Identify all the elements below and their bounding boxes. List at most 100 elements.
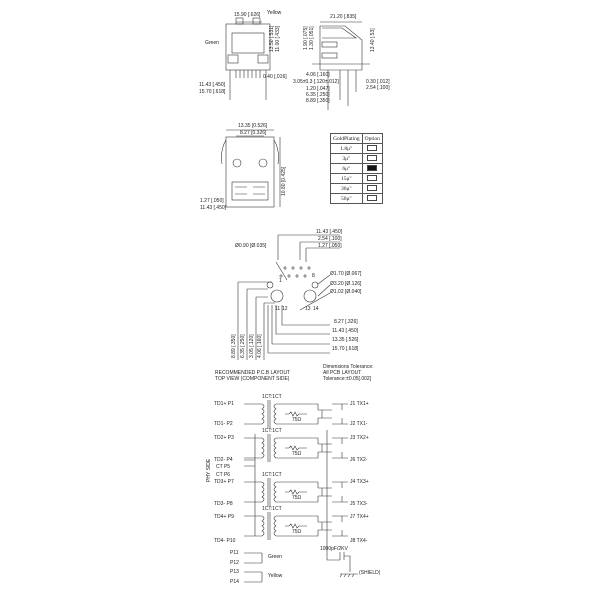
pcb-bottom-dim: 11.43 [.450] [332, 328, 359, 334]
pcb-bottom-dim: 13.35 [.526] [332, 337, 359, 343]
pcb-top-dim: 1.27 [.050] [318, 243, 342, 249]
pin-label: 12 [282, 306, 288, 312]
table-row: 50μ" [330, 193, 383, 204]
side-left-dim-2: 1.30 [.051] [309, 26, 315, 50]
transformer-ratio: 1CT:1CT [262, 394, 282, 400]
plating-value: 50μ" [330, 193, 363, 204]
option-checkbox [367, 145, 378, 152]
pcb-layout [237, 234, 340, 360]
option-checkbox [367, 195, 378, 202]
pcb-bottom-dim: 15.70 [.618] [332, 346, 359, 352]
pin-label: 1 [279, 278, 282, 284]
bottom-view-outline [221, 129, 281, 208]
pcb-bottom-dim: 8.27 [.326] [334, 319, 358, 325]
front-view-outline [225, 17, 271, 100]
schematic-led-yellow: Yellow [268, 573, 283, 579]
right-pin-label: J8 TX4- [350, 538, 368, 544]
pcb-hole-small: Ø0.90 [Ø.035] [235, 243, 267, 249]
pcb-top-dim: 2.54 [.100] [318, 236, 342, 242]
pin-label: 11 [275, 306, 281, 312]
side-right-dim: 13.40 [.53] [370, 28, 376, 52]
bottom-inner-dim: 8.27 [0.326] [240, 130, 267, 136]
transformer-ratio: 1CT:1CT [262, 506, 282, 512]
pcb-title-line: TOP VIEW (COMPONENT SIDE) [215, 376, 290, 382]
plating-value: 1.8μ" [330, 143, 363, 154]
transformer-ratio: 1CT:1CT [262, 472, 282, 478]
tolerance-note: Dimensions Tolerance: All PCB LAYOUT Tol… [323, 364, 374, 382]
plating-value: 30μ" [330, 183, 363, 194]
schematic [243, 400, 358, 583]
right-pin-label: J5 TX3- [350, 501, 368, 507]
table-row: 3μ" [330, 153, 383, 164]
shield-label: (SHIELD) [359, 570, 381, 576]
led-pin-label: P11 [230, 550, 239, 556]
pin-label: 14 [313, 306, 319, 312]
left-pin-label: TD4- P10 [214, 538, 236, 544]
side-dim: 8.89 [.350] [306, 98, 330, 104]
front-width-dim: 15.90 [.626] [234, 12, 261, 18]
header-option: Option [361, 133, 383, 144]
front-dim-b: 15.70 [.618] [199, 89, 226, 95]
led-pin-label: P14 [230, 579, 239, 585]
tolerance-line: Dimensions Tolerance: [323, 364, 374, 370]
plating-value: 6μ" [330, 163, 363, 174]
resistor-label: 75Ω [292, 529, 302, 535]
table-row: 1.8μ" [330, 143, 383, 154]
plating-value: 15μ" [330, 173, 363, 184]
tolerance-line: All PCB LAYOUT [323, 370, 362, 376]
pcb-vertical-dim: 4.06 [.160] [257, 334, 263, 358]
left-pin-label: TD1+ P1 [214, 401, 234, 407]
pcb-hole-dim: Ø1.70 [Ø.067] [330, 271, 362, 277]
side-dim: 4.06 [.160] [306, 72, 330, 78]
front-dim-a: 11.43 [.450] [199, 82, 226, 88]
side-dim: 1.20 [.047] [306, 86, 330, 92]
transformer-ratio: 1CT:1CT [262, 428, 282, 434]
bottom-height-dim: 10.80 [0.425] [281, 166, 287, 196]
option-checkbox [367, 175, 378, 182]
pcb-hole-dim: Ø3.20 [Ø.126] [330, 281, 362, 287]
pcb-title-line: RECOMMENDED P.C.B LAYOUT [215, 370, 291, 376]
left-pin-label: TD3- P8 [214, 501, 233, 507]
right-pin-label: J3 TX2+ [350, 435, 369, 441]
option-checkbox [367, 155, 378, 162]
side-right-dim: 0.30 [.012] [366, 79, 390, 85]
table-row: 15μ" [330, 173, 383, 184]
led-pin-label: P13 [230, 569, 239, 575]
left-pin-label: TD2+ P3 [214, 435, 234, 441]
resistor-label: 75Ω [292, 451, 302, 457]
pcb-vertical-dim: 8.89 [.350] [231, 334, 237, 358]
right-pin-label: J1 TX1+ [350, 401, 369, 407]
left-pin-label: TD4+ P9 [214, 514, 234, 520]
right-pin-label: J4 TX3+ [350, 479, 369, 485]
plating-value: 3μ" [330, 153, 363, 164]
capacitor-label: 1000pF/2KV [320, 546, 348, 552]
pcb-vertical-dim: 6.35 [.250] [240, 334, 246, 358]
side-view-outline [312, 21, 370, 110]
header-gold-plating: GoldPlating [330, 133, 363, 144]
option-checkbox [367, 185, 378, 192]
pin-label: 8 [312, 273, 315, 279]
tolerance-line: Tolerance:±0.05[.002] [323, 376, 372, 382]
bottom-width-dim: 13.35 [0.526] [238, 123, 268, 129]
right-pin-label: J6 TX2- [350, 457, 368, 463]
led-green-label: Green [205, 40, 219, 46]
pcb-vertical-dim: 3.05 [.120] [249, 334, 255, 358]
right-pin-label: J7 TX4+ [350, 514, 369, 520]
side-length-dim: 21.20 [.835] [330, 14, 357, 20]
side-dim: 6.35 [.250] [306, 92, 330, 98]
schematic-led-green: Green [268, 554, 282, 560]
resistor-label: 75Ω [292, 495, 302, 501]
front-height-dim-2: 11.00 [.433] [275, 25, 281, 52]
led-yellow-label: Yellow [267, 10, 282, 16]
phy-side-label: PHY SIDE [206, 458, 212, 482]
pcb-hole-dim: Ø1.02 [Ø.040] [330, 289, 362, 295]
left-pin-label: TD1- P2 [214, 421, 233, 427]
resistor-label: 75Ω [292, 417, 302, 423]
left-pin-label: CT P5 [216, 464, 231, 470]
pcb-top-dim: 11.43 [.450] [316, 229, 343, 235]
left-pin-label: TD3+ P7 [214, 479, 234, 485]
table-row: 30μ" [330, 183, 383, 194]
